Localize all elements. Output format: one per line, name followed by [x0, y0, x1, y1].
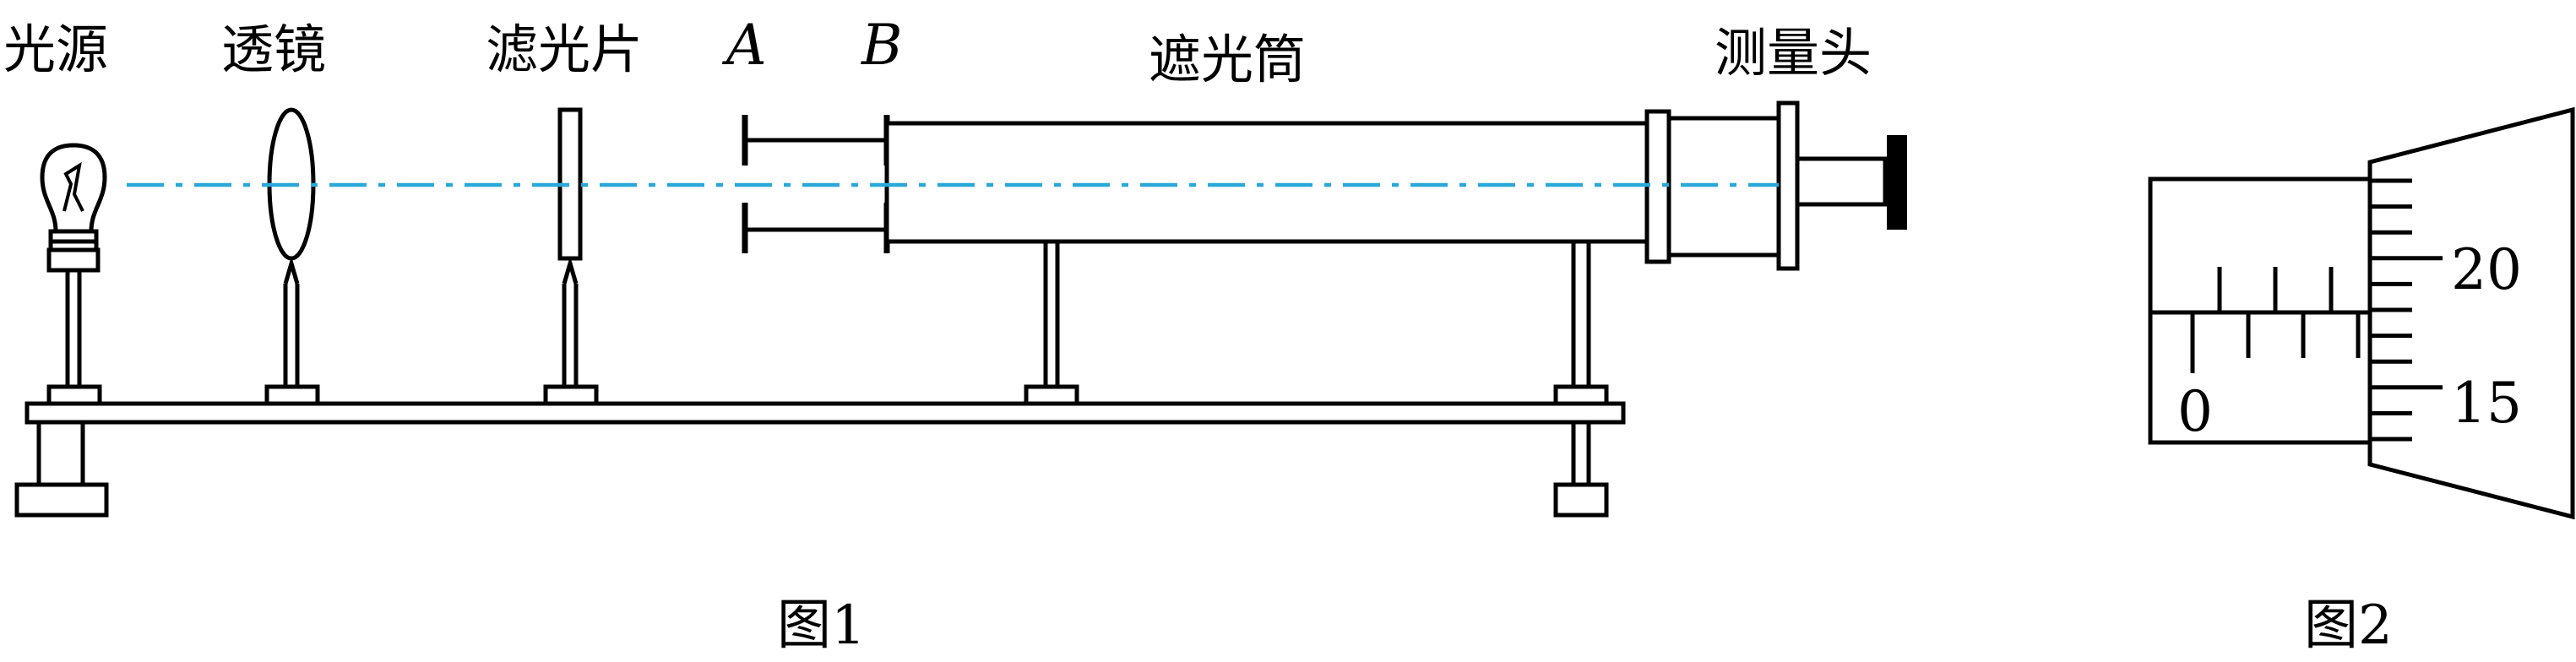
label-slit-b: B [861, 13, 903, 78]
drum-label-15: 15 [2451, 371, 2522, 436]
label-measuring-head: 测量头 [1715, 22, 1872, 84]
main-scale-zero: 0 [2177, 379, 2213, 444]
label-lens: 透镜 [221, 19, 326, 80]
drum-label-20: 20 [2451, 237, 2522, 302]
label-slit-a: A [721, 13, 767, 78]
thimble-ticks [2370, 178, 2443, 442]
optical-bench [14, 401, 1626, 518]
micrometer-main-scale: 0 [2148, 176, 2372, 445]
micrometer-thimble: 20 15 [2367, 106, 2575, 520]
measuring-head [1644, 100, 1907, 271]
light-bulb [40, 143, 107, 406]
label-light-source: 光源 [3, 19, 108, 80]
caption-figure-2: 图2 [2304, 594, 2393, 657]
filter [543, 107, 599, 406]
figure-1: 光源 透镜 滤光片 A B 遮光筒 测量头 [3, 13, 1907, 657]
figure-2: 0 20 15 图2 [2148, 106, 2575, 657]
light-hood [884, 121, 1649, 406]
label-hood: 遮光筒 [1149, 29, 1306, 90]
label-filter: 滤光片 [486, 19, 643, 80]
lens [264, 107, 320, 406]
caption-figure-1: 图1 [777, 594, 866, 657]
